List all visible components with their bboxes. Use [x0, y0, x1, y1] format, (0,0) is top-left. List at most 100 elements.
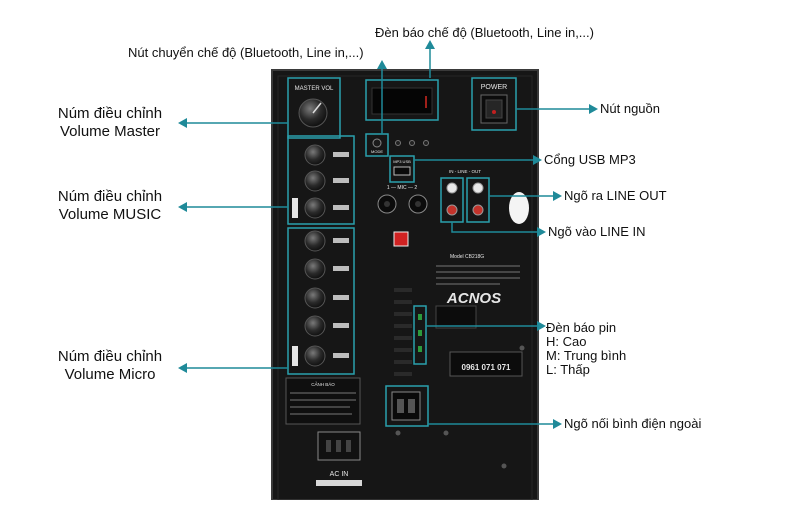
line-io-label: IN - LINE - OUT [449, 169, 481, 174]
usb-box [389, 155, 415, 183]
usb-port[interactable] [393, 166, 411, 176]
ac-pin-1 [326, 440, 331, 452]
power-label: POWER [481, 84, 507, 91]
label-music-volume: Núm điều chỉnh Volume MUSIC [45, 188, 175, 224]
label-music-volume-line1: Núm điều chỉnh [57, 188, 163, 205]
mic-knob-tag-4 [333, 323, 349, 328]
label-plate [435, 305, 477, 329]
ac-pin-3 [346, 440, 351, 452]
label-battery-line1: Đèn báo pin [546, 320, 617, 335]
ac-pin-2 [336, 440, 341, 452]
power-switch-rocker [485, 99, 503, 119]
music-slot [292, 198, 298, 218]
mic-knob-1[interactable] [304, 230, 326, 252]
speaker-back-panel [271, 69, 539, 501]
power-led [492, 110, 496, 114]
mic-knob-tag-3 [333, 295, 349, 300]
screw-1 [395, 430, 401, 436]
external-battery-box [385, 385, 429, 427]
music-knob-1[interactable] [304, 144, 326, 166]
vent-3 [394, 312, 412, 316]
label-music-volume-line2: Volume MUSIC [58, 206, 162, 223]
external-battery-connector[interactable] [391, 391, 421, 421]
label-battery-line4: L: Thấp [546, 362, 590, 377]
arrow-usb [533, 155, 542, 165]
brand-logo: ACNOS [446, 290, 501, 307]
mode-label: MODE [371, 149, 383, 154]
music-knob-2[interactable] [304, 170, 326, 192]
arrow-mode-button [377, 60, 387, 69]
line-out-jack-red[interactable] [472, 204, 484, 216]
caution-label: CẢNH BÁO [311, 381, 335, 387]
vent-5 [394, 336, 412, 340]
vent-8 [394, 372, 412, 376]
mode-button[interactable] [372, 138, 382, 148]
arrow-battery [537, 321, 546, 331]
phone-number: 0961 071 071 [462, 363, 511, 372]
mic-knob-box [287, 227, 355, 375]
label-external-battery: Ngõ nối bình điện ngoài [564, 416, 702, 431]
mic-jack-1-hole [384, 201, 390, 207]
arrow-power [589, 104, 598, 114]
arrow-master [178, 118, 187, 128]
vent-7 [394, 360, 412, 364]
label-master-volume-line1: Núm điều chỉnh [57, 105, 163, 122]
vent-4 [394, 324, 412, 328]
master-vol-label: MASTER VOL [295, 86, 334, 92]
line-in-jack-white[interactable] [446, 182, 458, 194]
mode-indicator-box [365, 79, 439, 121]
mic-knob-tag-1 [333, 238, 349, 243]
music-knob-3[interactable] [304, 197, 326, 219]
music-knob-tag-1 [333, 152, 349, 157]
mode-led-1 [395, 140, 401, 146]
mode-indicator-display [371, 87, 433, 115]
mic-knob-3[interactable] [304, 287, 326, 309]
master-vol-box [287, 77, 341, 139]
mic-label: 1 — MIC — 2 [387, 185, 418, 191]
label-line-in: Ngõ vào LINE IN [548, 224, 646, 239]
callout-line-line-in [451, 222, 538, 233]
reset-button[interactable] [393, 231, 409, 247]
battery-led-m [418, 330, 422, 336]
mode-led-3 [423, 140, 429, 146]
mic-knob-5[interactable] [304, 345, 326, 367]
mic-knob-tag-5 [333, 353, 349, 358]
arrow-line-in [537, 227, 546, 237]
line-in-jack-red[interactable] [446, 204, 458, 216]
label-mic-volume-line2: Volume Micro [64, 366, 156, 383]
arrow-mode-indicator [425, 40, 435, 49]
battery-indicator-box [413, 305, 427, 365]
battery-led-l [418, 346, 422, 352]
vent-6 [394, 348, 412, 352]
screw-2 [443, 430, 449, 436]
mic-slot [292, 346, 298, 366]
arrow-mic [178, 363, 187, 373]
mic-knob-4[interactable] [304, 315, 326, 337]
arrow-music [178, 202, 187, 212]
battery-terminal-2 [408, 399, 415, 413]
battery-terminal-1 [397, 399, 404, 413]
battery-led-h [418, 314, 422, 320]
music-knob-tag-2 [333, 178, 349, 183]
caution-block [285, 377, 361, 425]
screw-3 [501, 463, 507, 469]
usb-label: MP3 USB [393, 159, 411, 164]
label-master-volume-line2: Volume Master [59, 123, 161, 140]
music-knob-box [287, 135, 355, 225]
arrow-line-out [553, 191, 562, 201]
mic-jack-2-hole [415, 201, 421, 207]
vent-1 [394, 288, 412, 292]
screw-4 [519, 345, 525, 351]
power-box [471, 77, 517, 131]
mic-knob-2[interactable] [304, 258, 326, 280]
music-knob-tag-3 [333, 205, 349, 210]
line-out-jack-white[interactable] [472, 182, 484, 194]
master-knob-indicator [312, 102, 322, 114]
label-power-button: Nút nguồn [600, 101, 660, 116]
label-mic-volume: Núm điều chỉnh Volume Micro [45, 348, 175, 384]
ac-warning-strip [316, 480, 362, 486]
label-usb-port: Cổng USB MP3 [544, 152, 636, 167]
label-line-out: Ngõ ra LINE OUT [564, 188, 667, 203]
